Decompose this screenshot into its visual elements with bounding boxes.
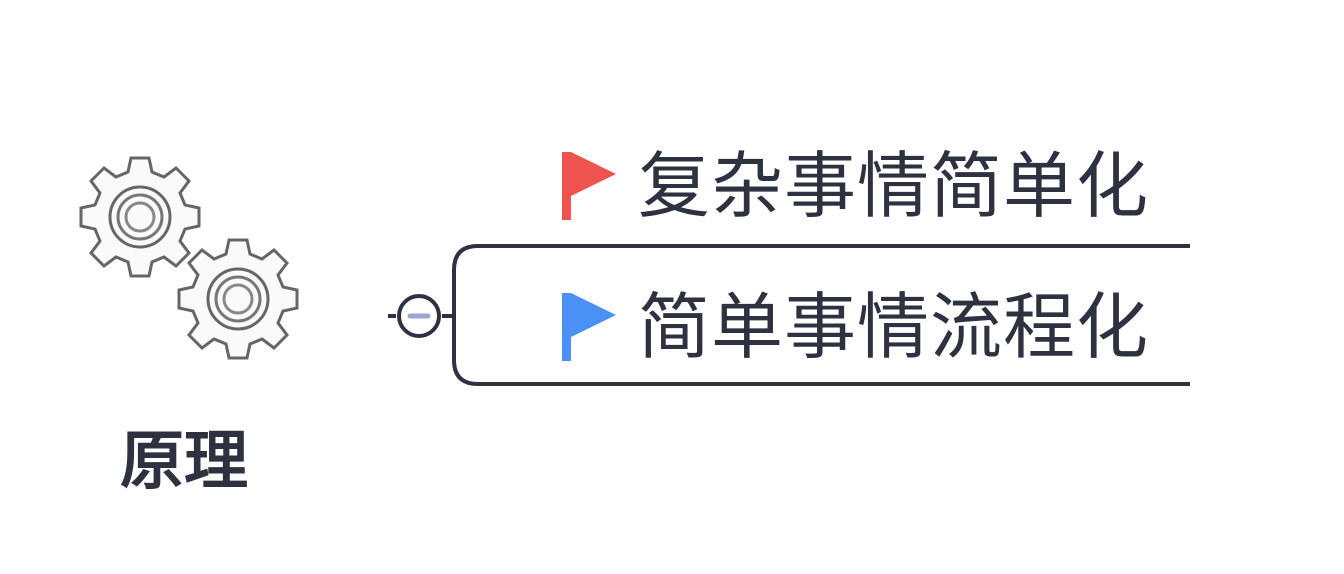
- branch-topic-label: 简单事情流程化: [638, 285, 1150, 369]
- branch-topic-label: 复杂事情简单化: [638, 144, 1150, 228]
- red-flag-icon: [562, 152, 616, 220]
- collapse-minus-icon[interactable]: [395, 292, 443, 340]
- blue-flag-icon: [562, 293, 616, 361]
- branch-connector: [388, 244, 1190, 386]
- gear-large-icon: [79, 156, 201, 278]
- branch-topic-1[interactable]: 复杂事情简单化: [560, 146, 1149, 226]
- root-topic-label[interactable]: 原理: [120, 425, 248, 499]
- branch-topic-2[interactable]: 简单事情流程化: [560, 287, 1149, 367]
- gears-icon[interactable]: [60, 140, 320, 380]
- gear-small-icon: [177, 238, 299, 360]
